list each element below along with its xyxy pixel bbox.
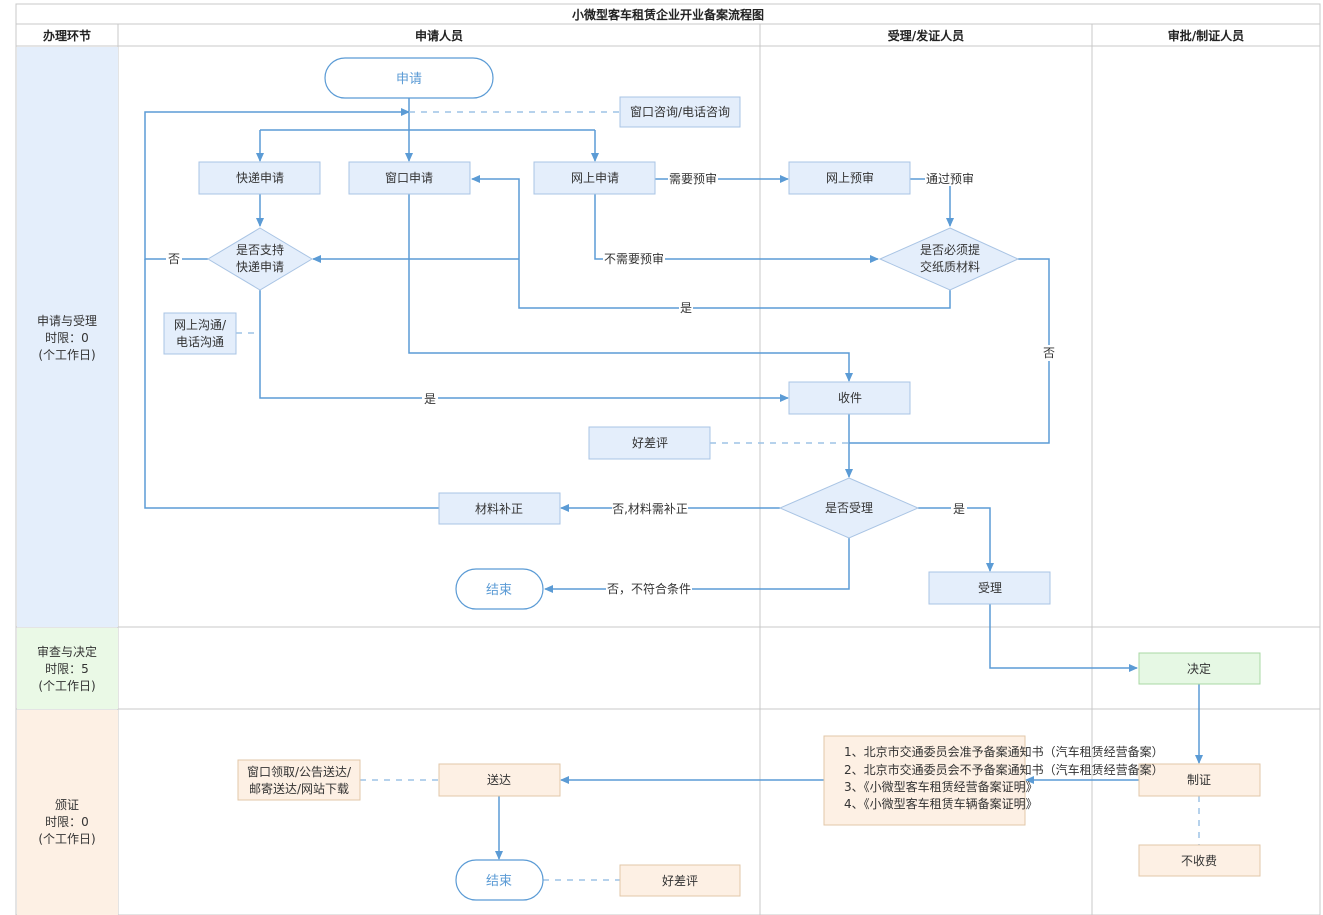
express-support-decision xyxy=(207,227,313,291)
stage-review-name: 审查与决定 xyxy=(37,644,97,659)
stage-issue-limit: 时限：0 xyxy=(45,815,89,829)
deliver-node xyxy=(438,763,561,797)
delivery-methods-label-1: 窗口领取/公告送达/ xyxy=(247,764,352,779)
no-fee-label: 不收费 xyxy=(1181,854,1217,868)
header-approver: 审批/制证人员 xyxy=(1168,28,1244,43)
window-apply-node xyxy=(348,161,471,195)
online-apply-label: 网上申请 xyxy=(571,171,619,185)
accept-decision xyxy=(778,477,920,539)
rating-node-1 xyxy=(588,426,711,460)
communication-label-1: 网上沟通/ xyxy=(174,318,227,332)
consult-label: 窗口咨询/电话咨询 xyxy=(630,104,730,119)
swimlane-grid xyxy=(15,3,1321,915)
stage-apply-unit: (个工作日) xyxy=(38,348,95,362)
receive-node xyxy=(788,381,911,415)
express-apply-label: 快递申请 xyxy=(236,171,284,185)
document-item-2: 2、北京市交通委员会不予备案通知书（汽车租赁经营备案） xyxy=(844,762,1164,777)
dashed-connectors xyxy=(236,111,1200,881)
online-precheck-label: 网上预审 xyxy=(826,170,874,185)
stage-issue-name: 颁证 xyxy=(55,797,79,812)
label-pass-precheck: 通过预审 xyxy=(926,171,974,186)
end-node-2 xyxy=(455,859,544,901)
header-acceptor: 受理/发证人员 xyxy=(888,28,964,43)
label-need-precheck: 需要预审 xyxy=(669,171,717,186)
stage-review-limit: 时限：5 xyxy=(45,662,89,676)
decide-node xyxy=(1138,652,1261,685)
label-yes-express: 是 xyxy=(424,392,436,406)
certify-label: 制证 xyxy=(1187,773,1211,787)
header-applicant: 申请人员 xyxy=(415,28,463,43)
express-support-label-1: 是否支持 xyxy=(236,242,284,257)
paper-required-label-2: 交纸质材料 xyxy=(920,259,980,274)
accept-label: 受理 xyxy=(978,581,1002,595)
supplement-label: 材料补正 xyxy=(475,502,523,516)
diagram-title: 小微型客车租赁企业开业备案流程图 xyxy=(572,7,764,22)
stage-issue-unit: (个工作日) xyxy=(38,832,95,846)
document-item-4: 4、《小微型客车租赁车辆备案证明》 xyxy=(844,796,1038,811)
decide-label: 决定 xyxy=(1187,661,1211,676)
accept-node xyxy=(928,571,1051,605)
stage-review-unit: (个工作日) xyxy=(38,679,95,693)
label-no-supplement: 否,材料需补正 xyxy=(612,502,688,516)
no-fee-node xyxy=(1138,844,1261,877)
label-no-precheck: 不需要预审 xyxy=(604,251,664,266)
deliver-label: 送达 xyxy=(487,772,511,787)
stage-issue-cell xyxy=(17,710,118,915)
paper-required-decision xyxy=(878,227,1020,291)
delivery-methods-node xyxy=(237,759,361,801)
accept-decision-label: 是否受理 xyxy=(825,501,873,515)
stage-review-cell xyxy=(17,628,118,709)
document-item-1: 1、北京市交通委员会准予备案通知书（汽车租赁经营备案） xyxy=(844,744,1164,759)
paper-required-label-1: 是否必须提 xyxy=(920,242,980,257)
supplement-node xyxy=(438,492,561,525)
label-no-paper: 否 xyxy=(1043,346,1055,360)
communication-label-2: 电话沟通 xyxy=(176,335,224,349)
start-label: 申请 xyxy=(396,72,422,87)
stage-apply-name: 申请与受理 xyxy=(37,314,97,328)
stage-apply-cell xyxy=(17,47,118,627)
label-no-express: 否 xyxy=(168,252,180,266)
certify-node xyxy=(1138,763,1261,797)
end-node-1 xyxy=(455,568,544,610)
express-apply-node xyxy=(198,161,321,195)
rating-node-2 xyxy=(619,864,741,897)
label-yes-accept: 是 xyxy=(953,502,965,516)
consult-node xyxy=(619,96,741,128)
stage-apply-limit: 时限：0 xyxy=(45,331,89,345)
express-support-label-2: 快递申请 xyxy=(236,260,284,274)
document-item-3: 3、《小微型客车租赁经营备案证明》 xyxy=(844,779,1038,794)
label-no-conditions: 否，不符合条件 xyxy=(607,581,691,596)
online-precheck-node xyxy=(788,161,911,195)
documents-node xyxy=(823,735,1026,826)
online-apply-node xyxy=(533,161,656,195)
receive-label: 收件 xyxy=(838,391,862,405)
communication-node xyxy=(163,312,237,355)
end-label-2: 结束 xyxy=(486,874,512,889)
end-label-1: 结束 xyxy=(486,583,512,598)
window-apply-label: 窗口申请 xyxy=(385,171,433,185)
delivery-methods-label-2: 邮寄送达/网站下载 xyxy=(249,781,349,796)
header-stage: 办理环节 xyxy=(43,28,91,43)
rating-label-2: 好差评 xyxy=(662,874,698,888)
start-node xyxy=(324,57,494,99)
rating-label-1: 好差评 xyxy=(632,436,668,450)
label-yes-paper: 是 xyxy=(680,301,692,315)
